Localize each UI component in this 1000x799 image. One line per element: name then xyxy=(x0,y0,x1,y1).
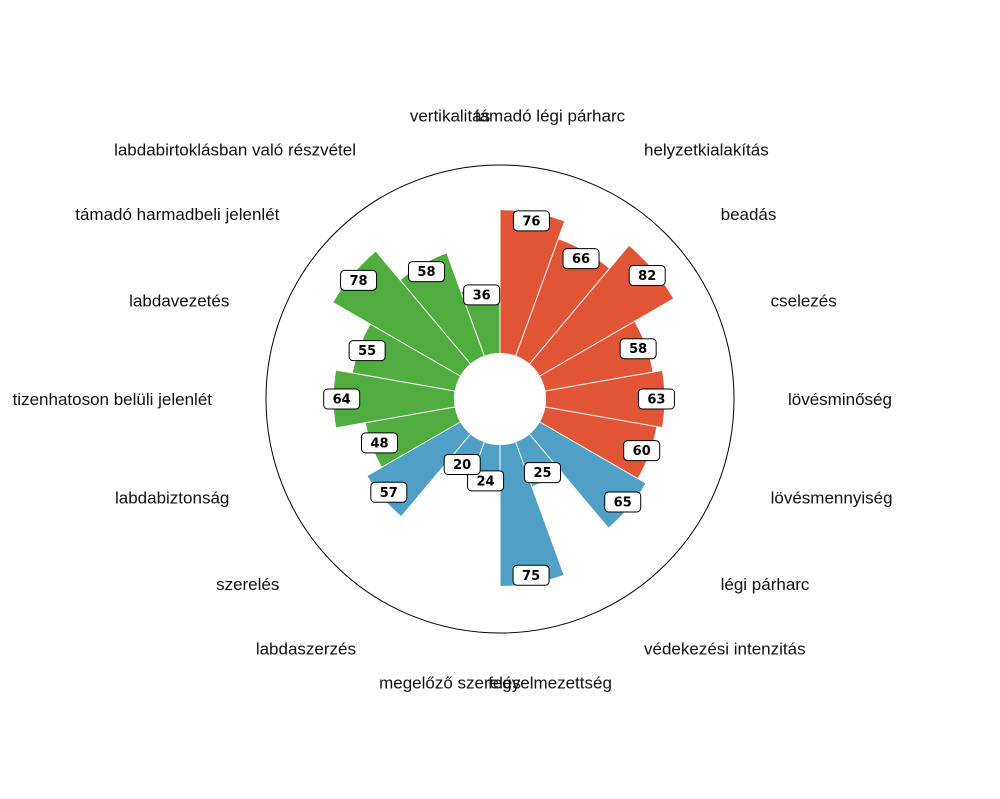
value-label-box xyxy=(524,462,561,484)
category-label: vertikalitás xyxy=(410,106,490,125)
value-label: 24 xyxy=(467,470,505,492)
value-label-text: 36 xyxy=(473,288,491,303)
value-label: 78 xyxy=(340,269,378,291)
wedge-separator xyxy=(375,251,471,365)
wedge-separator xyxy=(336,406,455,429)
value-label: 75 xyxy=(512,564,550,586)
outer-ring xyxy=(265,164,735,634)
value-label-box xyxy=(512,564,550,586)
category-labels: támadó légi párharc helyzetkialakítás bead… xyxy=(13,106,893,692)
value-label-text: 24 xyxy=(477,474,495,489)
value-label-box xyxy=(360,432,398,454)
bar-wedge xyxy=(500,442,564,586)
category-label: labdabirtoklásban való részvétel xyxy=(114,141,356,160)
wedge-separator xyxy=(401,433,471,517)
value-label: 64 xyxy=(323,388,361,410)
value-label: 65 xyxy=(604,491,642,513)
value-label: 25 xyxy=(524,462,561,484)
category-label: támadó harmadbeli jelenlét xyxy=(75,205,279,224)
category-label: labdaszerzés xyxy=(256,639,356,658)
value-label: 82 xyxy=(628,264,666,286)
separators xyxy=(332,210,674,586)
value-label-text: 64 xyxy=(333,393,351,408)
bar-wedge xyxy=(500,210,565,356)
value-label-box xyxy=(370,481,408,503)
category-label: megelőző szerelés xyxy=(379,674,521,693)
value-label-text: 63 xyxy=(647,393,665,408)
category-label: tizenhatoson belüli jelenlét xyxy=(13,390,213,409)
wedge-separator xyxy=(515,442,565,575)
wedge-separator xyxy=(529,433,609,529)
value-label-box xyxy=(407,261,445,283)
category-label: lövésmennyiség xyxy=(771,489,893,508)
category-label: támadó légi párharc xyxy=(475,106,626,125)
value-label-text: 48 xyxy=(370,436,388,451)
value-label-text: 57 xyxy=(380,486,398,501)
value-label-box xyxy=(623,440,661,462)
value-labels: 76 66 82 58 63 60 65 25 75 24 20 57 48 64 55 78 58 36 xyxy=(323,210,675,586)
value-label-box xyxy=(443,453,481,475)
wedge-separator xyxy=(515,221,566,356)
value-label: 63 xyxy=(637,388,675,410)
wedge-separator xyxy=(367,421,461,477)
inner-hole xyxy=(454,353,546,445)
value-label: 36 xyxy=(463,284,501,306)
value-label-box xyxy=(628,264,666,286)
value-label-box xyxy=(619,338,657,360)
wedge-separator xyxy=(545,406,663,429)
value-label-box xyxy=(348,340,386,362)
wedge-separator xyxy=(539,298,674,377)
value-label-text: 78 xyxy=(350,274,368,289)
value-label-box xyxy=(340,269,378,291)
value-label-box xyxy=(562,248,600,270)
wedge-separator xyxy=(336,369,455,392)
value-label: 76 xyxy=(512,210,550,232)
bar-wedge xyxy=(545,370,665,428)
value-label-box xyxy=(637,388,675,410)
category-label: védekezési intenzitás xyxy=(644,639,806,658)
value-label-text: 66 xyxy=(572,252,590,267)
value-label: 58 xyxy=(619,338,657,360)
category-label: légi párharc xyxy=(721,575,810,594)
value-label-box xyxy=(323,388,361,410)
wedge-separator xyxy=(332,302,461,377)
category-label: labdabiztonság xyxy=(115,489,229,508)
value-label-text: 60 xyxy=(633,444,651,459)
value-label-text: 75 xyxy=(522,569,540,584)
value-label: 60 xyxy=(623,440,661,462)
value-label: 55 xyxy=(348,340,386,362)
category-label: szerelés xyxy=(216,575,279,594)
value-label-box xyxy=(604,491,642,513)
value-label-box xyxy=(463,284,501,306)
value-label: 58 xyxy=(407,261,445,283)
value-label-text: 55 xyxy=(358,344,376,359)
bar-wedge xyxy=(515,239,610,364)
value-label-text: 58 xyxy=(629,342,647,357)
value-label-text: 58 xyxy=(417,265,435,280)
value-label-box xyxy=(512,210,550,232)
value-label: 20 xyxy=(443,453,481,475)
wedge-separator xyxy=(539,421,646,484)
wedge-separator xyxy=(529,245,630,365)
value-label-text: 76 xyxy=(522,214,540,229)
category-label: cselezés xyxy=(771,291,837,310)
bar-wedge xyxy=(333,370,455,428)
wedge-separator xyxy=(545,369,663,392)
value-label: 48 xyxy=(360,432,398,454)
category-label: fegyelmezettség xyxy=(488,674,612,693)
value-label-text: 20 xyxy=(453,458,471,473)
value-label: 57 xyxy=(370,481,408,503)
category-label: labdavezetés xyxy=(129,291,229,310)
value-label: 66 xyxy=(562,248,600,270)
value-label-text: 65 xyxy=(614,495,632,510)
value-label-text: 82 xyxy=(638,269,656,284)
value-label-text: 25 xyxy=(533,466,551,481)
value-label-box xyxy=(467,470,505,492)
category-label: lövésminőség xyxy=(788,390,892,409)
category-label: beadás xyxy=(721,205,777,224)
category-label: helyzetkialakítás xyxy=(644,141,769,160)
